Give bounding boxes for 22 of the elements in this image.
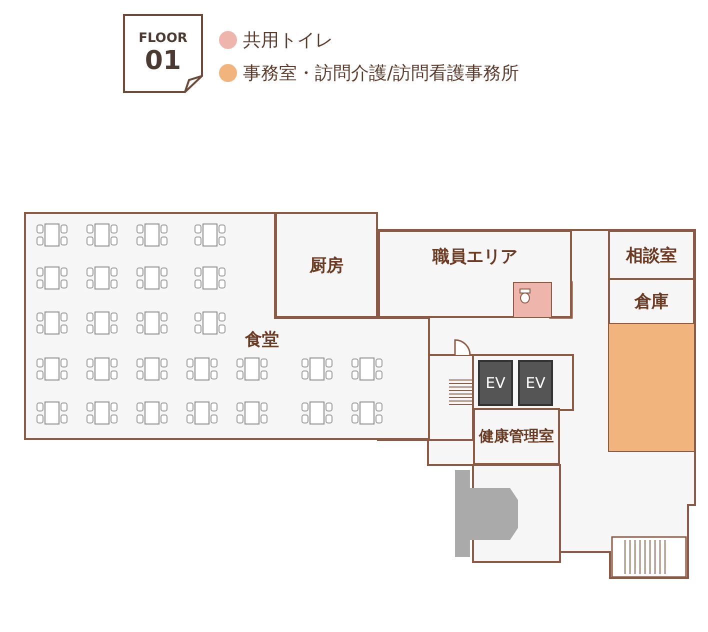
room-label: 倉庫 — [634, 291, 668, 313]
room — [608, 323, 695, 452]
floor-label: FLOOR — [138, 31, 188, 46]
room — [513, 282, 552, 318]
room-label: 食堂 — [245, 329, 279, 351]
floor-number-badge — [123, 14, 203, 93]
room-label: EV — [486, 374, 506, 392]
room — [608, 278, 695, 325]
room — [608, 230, 695, 280]
room-label: 職員エリア — [432, 246, 518, 268]
room — [473, 408, 560, 465]
room — [378, 230, 572, 318]
legend-label: 事務室・訪問介護/訪問看護事務所 — [243, 62, 520, 85]
room — [275, 212, 378, 318]
room-label: 相談室 — [626, 244, 677, 266]
room-label: 健康管理室 — [479, 427, 554, 446]
room-label: 厨房 — [310, 254, 344, 276]
elevator — [478, 360, 513, 406]
floor-number: 01 — [144, 46, 182, 76]
elevator — [518, 360, 553, 406]
room-label: EV — [526, 374, 546, 392]
legend-label: 共用トイレ — [243, 29, 333, 52]
